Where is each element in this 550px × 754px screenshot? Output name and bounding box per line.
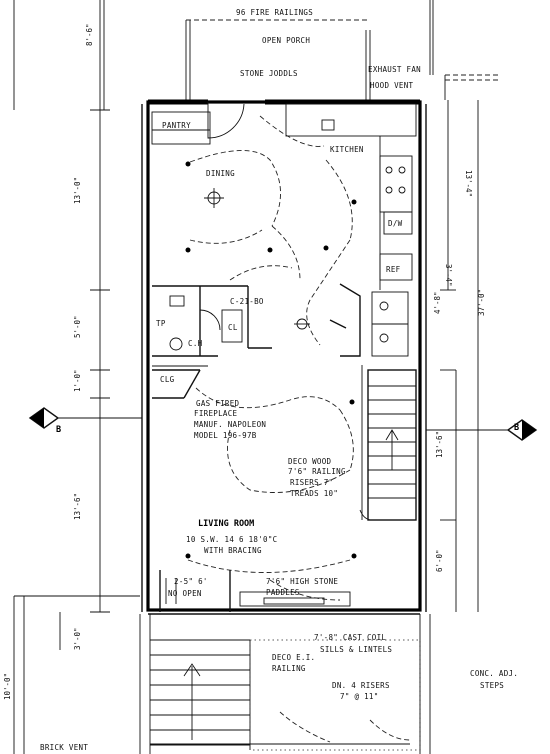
napoleon-label: MANUF. NAPOLEON xyxy=(194,420,266,429)
section-b-right-label: B xyxy=(514,423,519,433)
dim-13-0: 13'-0" xyxy=(73,177,82,204)
open-porch-label: OPEN PORCH xyxy=(262,36,310,45)
right-dimensions xyxy=(440,100,479,612)
door-open-label: NO OPEN xyxy=(168,589,202,598)
cast-coil-label: 7'-8" CAST COIL xyxy=(314,633,386,642)
fireplace xyxy=(152,365,208,399)
front-steps xyxy=(139,614,431,754)
open-porch xyxy=(99,0,500,110)
exhaust-label: EXHAUST FAN xyxy=(368,65,421,74)
dining-label: DINING xyxy=(206,169,235,178)
vestibule xyxy=(159,570,351,612)
ch-label: C.H xyxy=(188,339,203,348)
tp-label: TP xyxy=(156,319,166,328)
exterior-walls xyxy=(141,100,427,615)
lighting-circuits xyxy=(187,115,354,601)
dn-risers-label: DN. 4 RISERS xyxy=(332,681,390,690)
risers-label: RISERS 7" xyxy=(290,478,333,487)
section-marker-right: B xyxy=(426,419,538,441)
top-note: 96 FIRE RAILINGS xyxy=(236,8,313,17)
stone-label: STONE JODDLS xyxy=(240,69,298,78)
living-size-label: 10 S.W. 14 6 18'0"C xyxy=(186,535,278,544)
entry-door xyxy=(207,102,245,139)
bottom-note: BRICK VENT xyxy=(40,743,88,752)
dim-37-0: 37'-0" xyxy=(477,289,486,316)
living-room-label: LIVING ROOM xyxy=(198,519,254,529)
dim-3-4: 3'-4" xyxy=(444,264,453,287)
dim-13-6-right: 13'-6" xyxy=(435,431,444,458)
with-bracing-label: WITH BRACING xyxy=(204,546,262,555)
railing-label: 7'6" RAILING xyxy=(288,467,346,476)
powder-room xyxy=(152,285,272,357)
model-label: MODEL 196-97B xyxy=(194,431,257,440)
gas-fired-label: GAS FIRED xyxy=(196,399,240,408)
dn-treads-label: 7" @ 11" xyxy=(340,692,379,701)
dw-label: D/W xyxy=(388,219,403,228)
dim-13-6: 13'-6" xyxy=(73,493,82,520)
kitchen-counters xyxy=(285,103,417,290)
dim-1-0: 1'-0" xyxy=(73,369,82,392)
dim-10-0: 10'-0" xyxy=(3,673,12,700)
door-size-label: 2-5" 6' xyxy=(174,577,208,586)
dim-8-6: 8'-6" xyxy=(85,23,94,46)
pantry: PANTRY xyxy=(151,111,211,145)
range xyxy=(379,155,413,213)
conc-label: CONC. ADJ. xyxy=(470,669,518,678)
coats-label: C-21-BO xyxy=(230,297,264,306)
dim-6-0: 6'-0" xyxy=(435,549,444,572)
dishwasher xyxy=(383,211,413,235)
paddles-label: PADDLES xyxy=(266,588,300,597)
dim-3-0: 3'-0" xyxy=(73,627,82,650)
railing2-label: RAILING xyxy=(272,664,306,673)
section-marker-left: B xyxy=(28,407,142,435)
deco-ei-label: DECO E.I. xyxy=(272,653,315,662)
light-fixtures xyxy=(185,161,357,559)
section-b-left-label: B xyxy=(56,425,61,435)
kitchen-closet xyxy=(329,283,409,357)
high-stone-label: 7'6" HIGH STONE xyxy=(266,577,338,586)
treads-label: TREADS 10" xyxy=(290,489,338,498)
ref-label: REF xyxy=(386,265,401,274)
fireplace-label: FIREPLACE xyxy=(194,409,238,418)
dim-5-0: 5'-0" xyxy=(73,315,82,338)
stair xyxy=(359,365,417,521)
cl-label: CL xyxy=(228,323,238,332)
dim-4-8: 4'-8" xyxy=(433,291,442,314)
clg-label: CLG xyxy=(160,375,175,384)
pantry-label: PANTRY xyxy=(162,121,191,130)
deco-wood-label: DECO WOOD xyxy=(288,457,332,466)
kitchen-label: KITCHEN xyxy=(330,145,364,154)
hood-vent-label: HOOD VENT xyxy=(370,81,414,90)
steps-label: STEPS xyxy=(480,681,504,690)
left-dimensions xyxy=(13,0,140,754)
sills-label: SILLS & LINTELS xyxy=(320,645,392,654)
dim-13-4: 13'-4" xyxy=(464,170,473,197)
